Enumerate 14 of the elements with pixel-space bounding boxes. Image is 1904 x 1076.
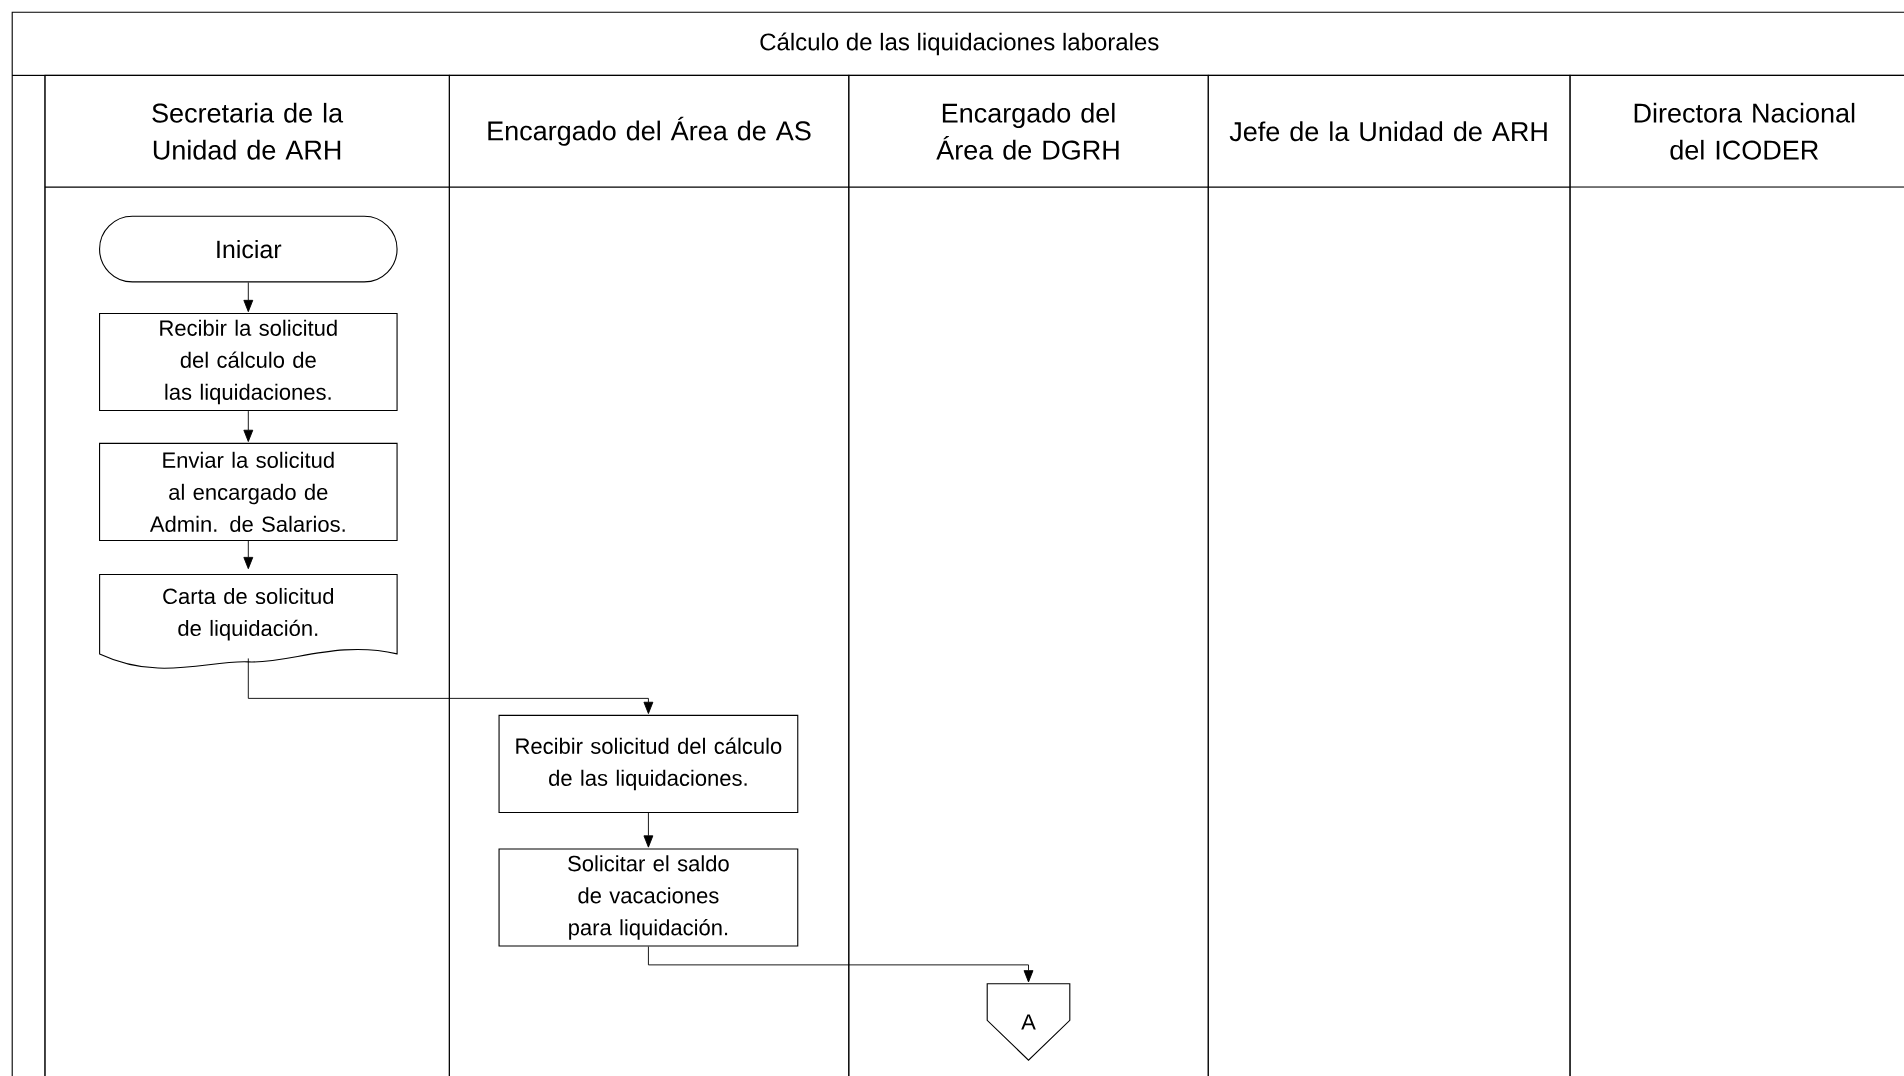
process-box: Solicitar el saldo de vacaciones para liquidación.: [498, 848, 799, 947]
start-terminal: Iniciar: [99, 215, 398, 283]
arrow: [243, 410, 254, 442]
process-box: Enviar la solicitud al encargado de Admin. de Salarios.: [99, 442, 398, 541]
process-box: Recibir solicitud del cálculo de las liquidaciones.: [498, 714, 799, 813]
swimlane: Directora Nacional del ICODER: [1569, 74, 1904, 1076]
arrow: [247, 657, 654, 714]
process-box: Recibir la solicitud del cálculo de las liquidaciones.: [99, 312, 398, 412]
arrow: [647, 946, 1034, 983]
arrow: [243, 282, 254, 313]
arrow: [243, 540, 254, 570]
swimlane: Jefe de la Unidad de ARH: [1207, 74, 1571, 1076]
offpage-connector: A: [986, 983, 1071, 1061]
arrow: [643, 812, 654, 848]
